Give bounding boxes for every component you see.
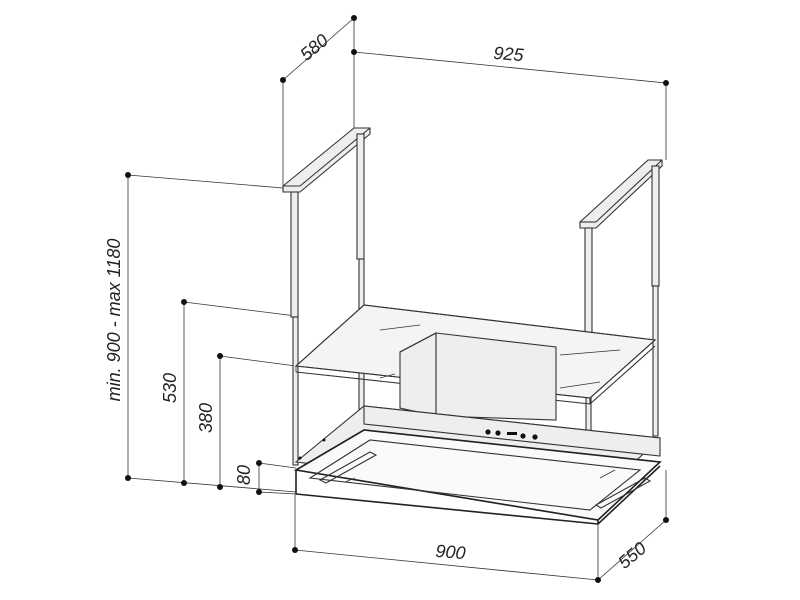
dim-height-range: min. 900 - max 1180 [104,239,124,402]
bottom-dimension-lines [292,470,669,583]
control-button-4[interactable] [532,434,538,440]
control-button-2[interactable] [495,430,501,436]
ceiling-brackets [282,127,663,229]
dimension-labels: 580 925 min. 900 - max 1180 530 380 80 9… [104,30,650,573]
control-panel [485,429,538,440]
duct-box [399,332,557,421]
left-dimension-lines [125,172,297,495]
dim-width-bottom: 900 [435,541,467,564]
control-display [507,432,517,435]
hood-body [293,405,662,525]
top-dimension-lines [280,15,669,188]
dim-hood-height: 380 [196,403,216,433]
control-button-1[interactable] [485,429,491,435]
dim-shelf-height: 530 [160,373,180,403]
dim-depth-top: 580 [296,30,332,65]
dim-filter-height: 80 [234,465,254,485]
dim-depth-bottom: 550 [614,538,650,573]
dim-width-top: 925 [493,43,526,66]
control-button-3[interactable] [520,433,526,439]
